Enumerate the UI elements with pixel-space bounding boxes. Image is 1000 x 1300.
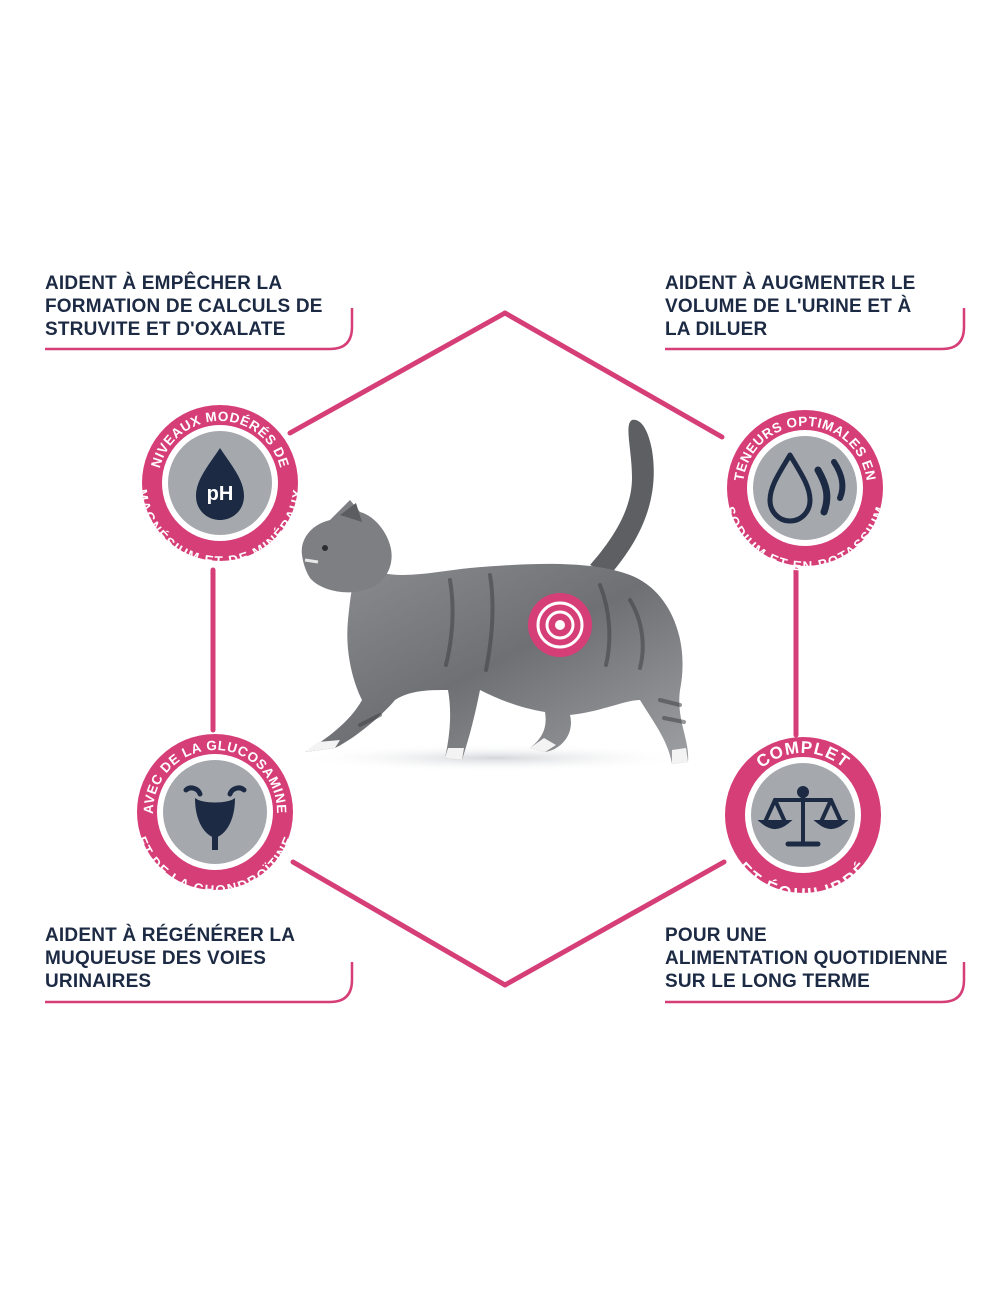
cat-shadow xyxy=(295,744,695,772)
caption-top-right: AIDENT À AUGMENTER LE VOLUME DE L'URINE … xyxy=(665,273,916,340)
hexagon-edge-bottom-left xyxy=(290,859,508,988)
ph-icon-label: pH xyxy=(207,483,234,505)
hexagon-edge-top-right xyxy=(502,310,725,440)
caption-bottom-right: POUR UNE ALIMENTATION QUOTIDIENNE SUR LE… xyxy=(665,925,948,992)
cat-tail xyxy=(590,419,654,575)
badge-drops: TENEURS OPTIMALES EN SODIUM ET EN POTASS… xyxy=(722,410,887,574)
caption-top-left: AIDENT À EMPÊCHER LA FORMATION DE CALCUL… xyxy=(45,273,323,340)
target-icon xyxy=(528,593,592,657)
caption-bottom-left: AIDENT À RÉGÉNÉRER LA MUQUEUSE DES VOIES… xyxy=(45,925,296,992)
water-drops-icon xyxy=(767,452,846,524)
caption-brackets xyxy=(45,308,966,1004)
bracket-bottom-left xyxy=(45,962,354,1004)
hexagon-frame xyxy=(210,310,799,988)
badge-ph: NIVEAUX MODÉRÉS DE MAGNÉSIUM ET DE MINÉR… xyxy=(135,405,305,569)
balance-scale-icon xyxy=(757,786,849,847)
bracket-top-left xyxy=(45,308,354,351)
badge-bladder: AVEC DE LA GLUCOSAMINE ET DE LA CHONDROÏ… xyxy=(134,734,295,898)
bladder-icon xyxy=(183,785,247,850)
walking-cat xyxy=(295,419,695,772)
hexagon-edge-bottom-right xyxy=(502,859,727,988)
cat-head xyxy=(301,500,392,593)
cat-body xyxy=(305,560,689,764)
badge-balance: COMPLET ET ÉQUILIBRÉ xyxy=(725,737,881,904)
hexagon-edge-top-left xyxy=(287,310,508,436)
ph-drop-icon: pH xyxy=(196,448,244,520)
bracket-bottom-right xyxy=(665,962,966,1004)
bracket-top-right xyxy=(665,308,966,351)
